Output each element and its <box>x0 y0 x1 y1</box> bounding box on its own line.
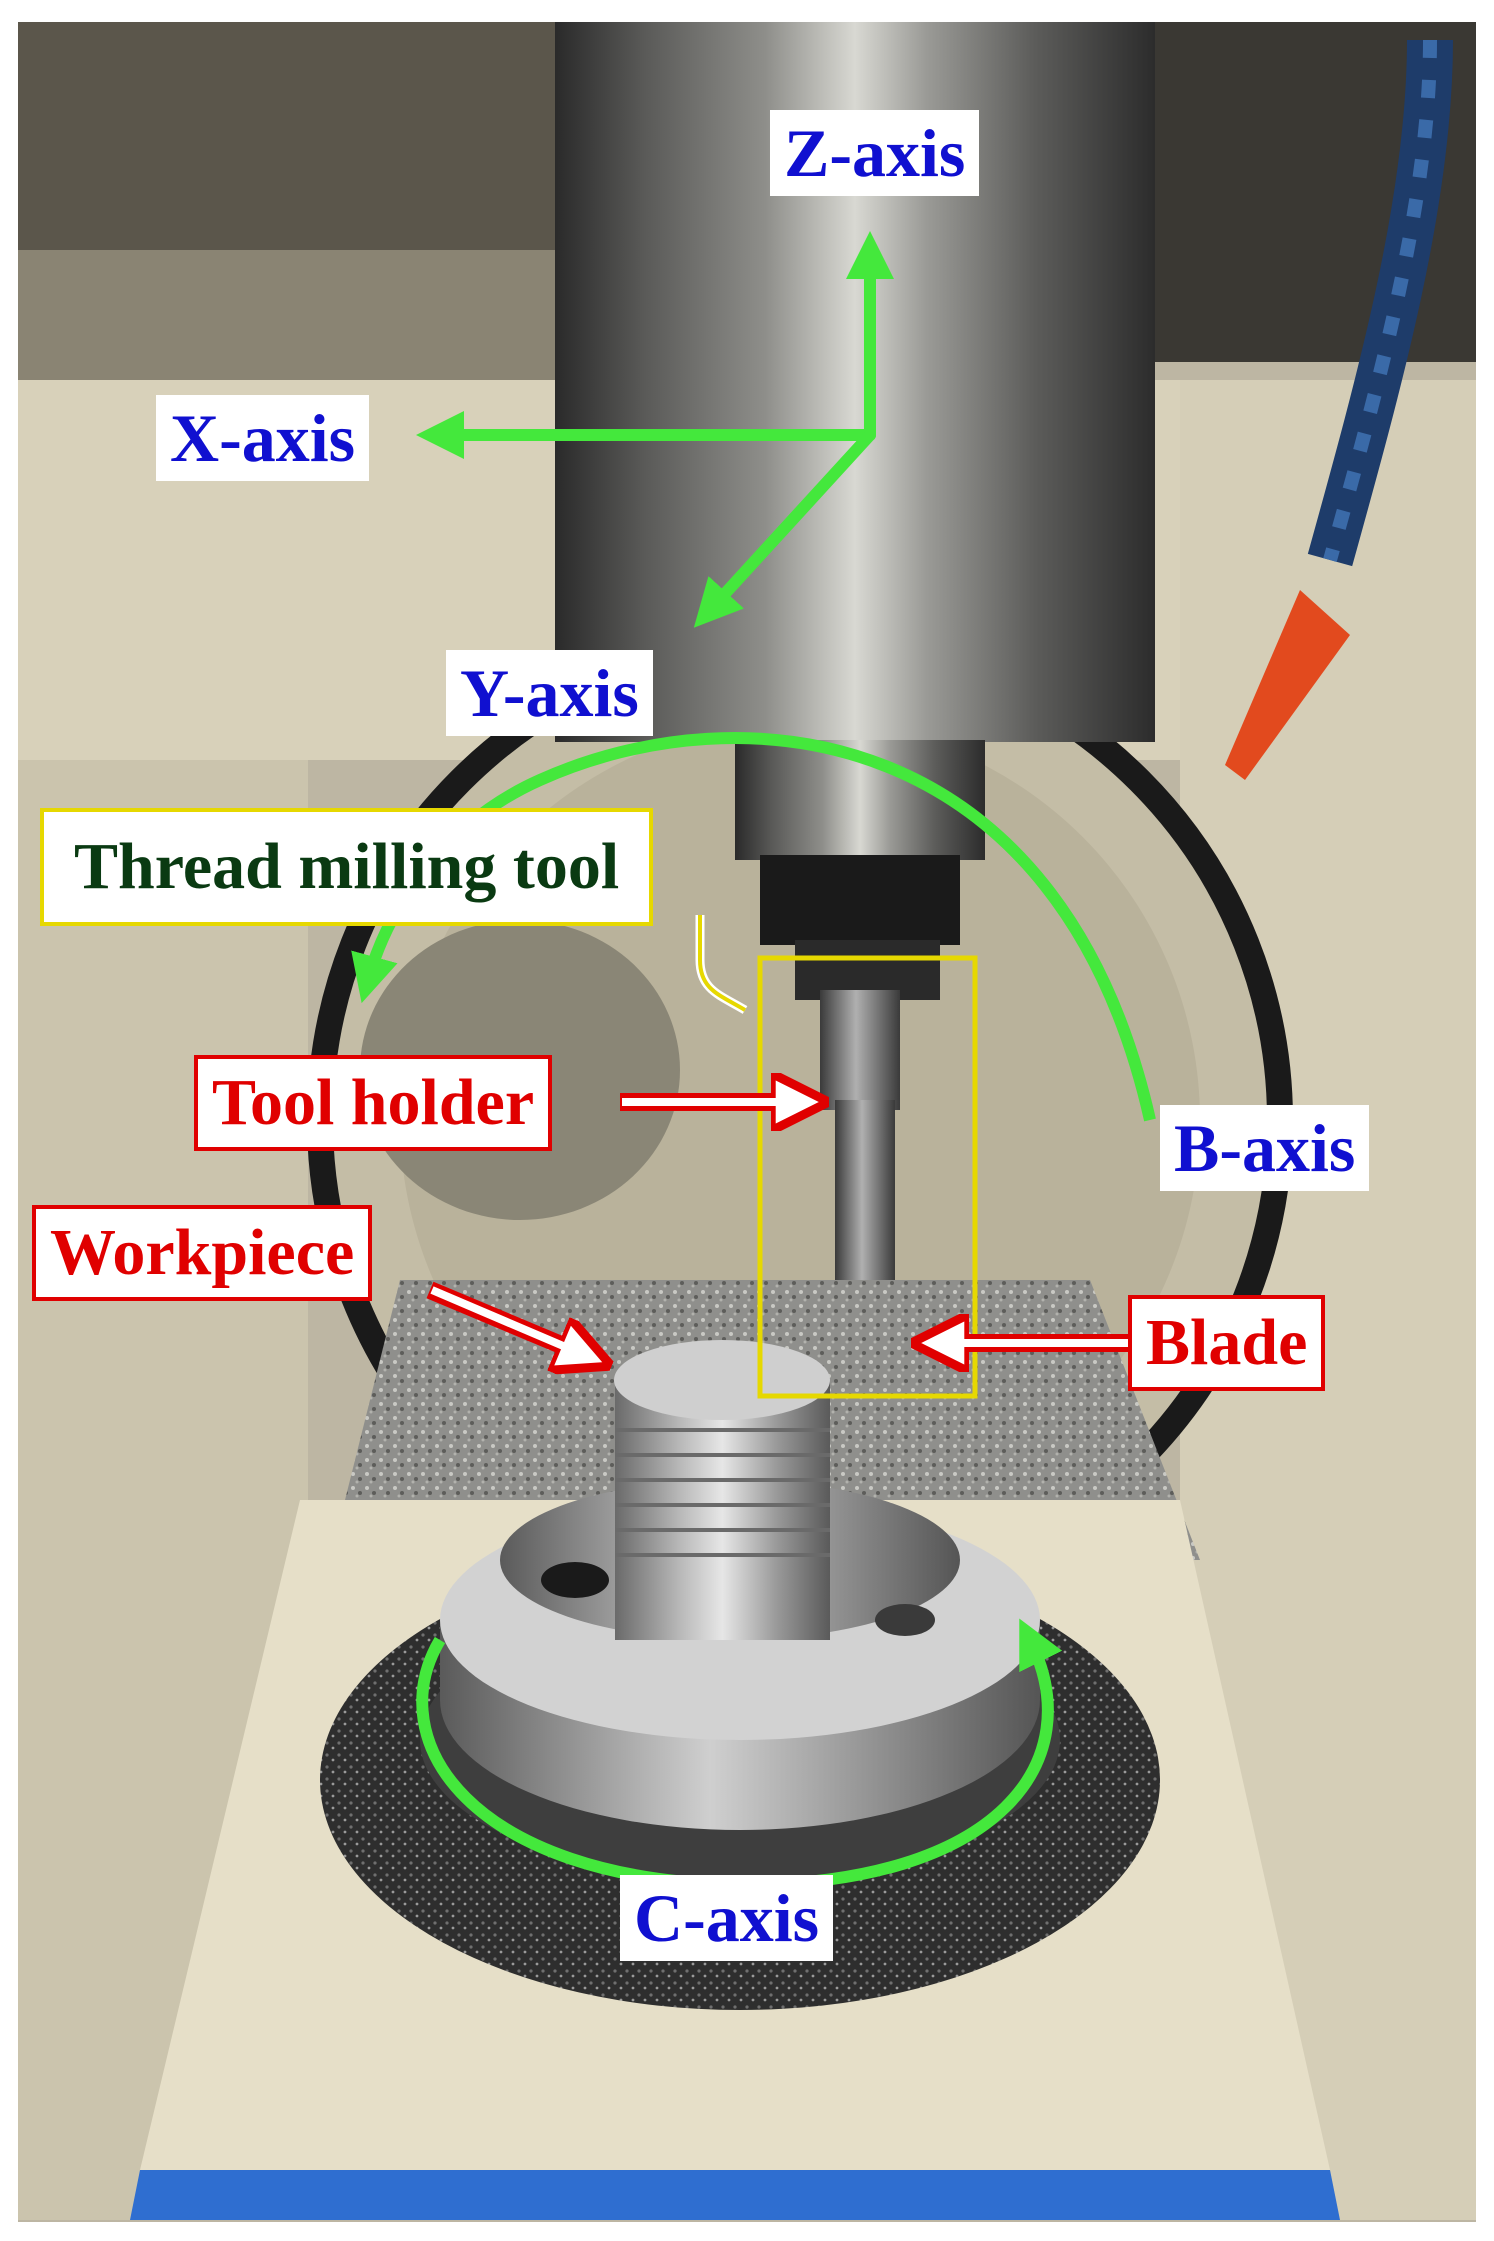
y-axis-label: Y-axis <box>446 650 653 736</box>
blade-label: Blade <box>1128 1295 1326 1391</box>
b-axis-label: B-axis <box>1160 1105 1370 1191</box>
z-axis-label: Z-axis <box>770 110 980 196</box>
c-axis-label: C-axis <box>620 1875 834 1961</box>
xyz-axis-arrows <box>416 231 894 628</box>
thread-tool-highlight-box <box>757 955 978 1399</box>
tool-holder-label: Tool holder <box>194 1055 553 1151</box>
workpiece <box>420 1340 1060 1880</box>
thread-milling-tool-label: Thread milling tool <box>40 808 654 926</box>
coolant-hose <box>1225 39 1453 780</box>
workpiece-label: Workpiece <box>32 1205 373 1301</box>
x-axis-label: X-axis <box>156 395 370 481</box>
